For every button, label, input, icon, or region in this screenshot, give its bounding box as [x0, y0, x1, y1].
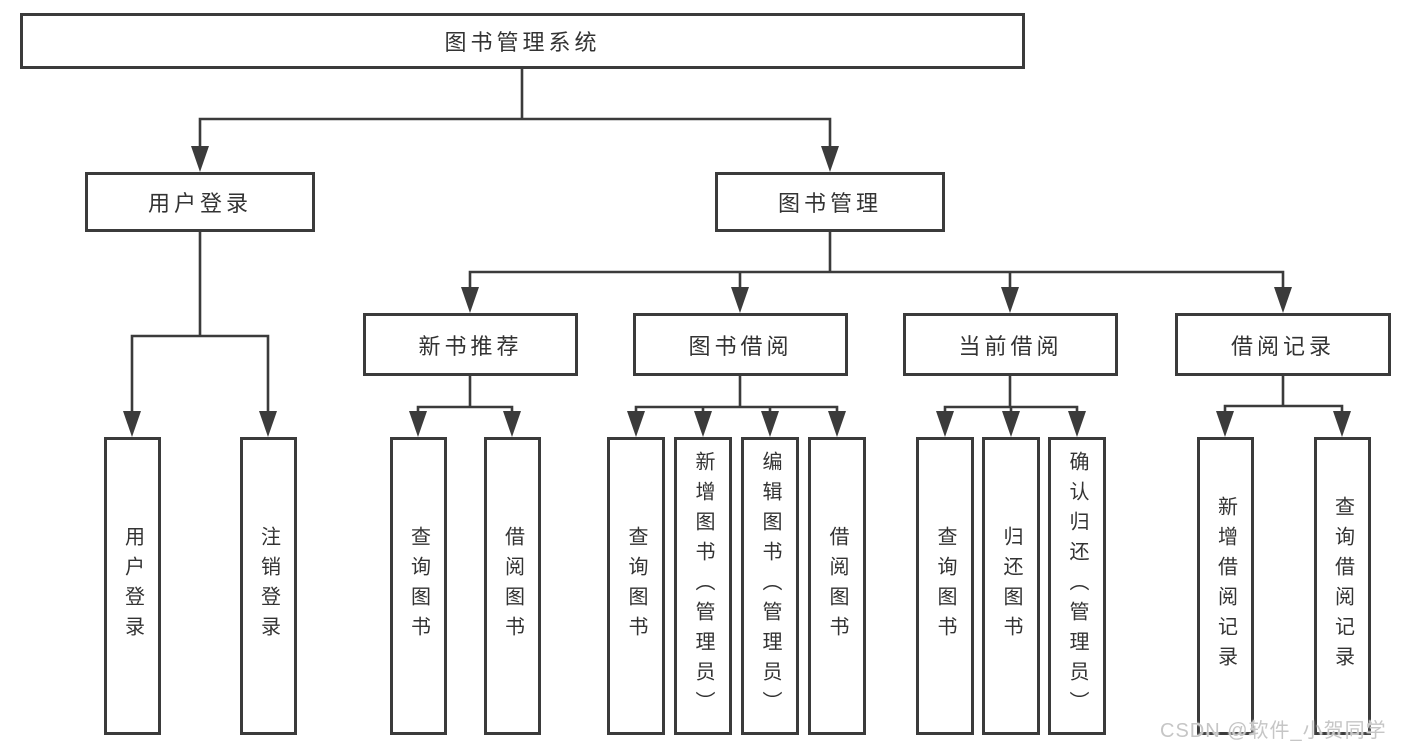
node-book-management: 图书管理	[715, 172, 945, 232]
node-current-borrowing: 当前借阅	[903, 313, 1118, 376]
node-logout: 注销登录	[240, 437, 297, 735]
node-records-add-record: 新增借阅记录	[1197, 437, 1254, 735]
node-borrowing-add-books-admin: 新增图书（管理员）	[674, 437, 732, 735]
connector-lines	[130, 69, 1344, 417]
arrowhead-icons	[123, 146, 1351, 437]
node-records-query-record: 查询借阅记录	[1314, 437, 1371, 735]
node-current-return-books: 归还图书	[982, 437, 1040, 735]
node-borrowing-records: 借阅记录	[1175, 313, 1391, 376]
node-recommend-query-books: 查询图书	[390, 437, 447, 735]
node-borrowing-query-books: 查询图书	[607, 437, 665, 735]
node-new-book-recommendation: 新书推荐	[363, 313, 578, 376]
node-user-login: 用户登录	[85, 172, 315, 232]
node-borrowing-borrow-books: 借阅图书	[808, 437, 866, 735]
node-recommend-borrow-books: 借阅图书	[484, 437, 541, 735]
watermark: CSDN @软件_小贺同学	[1160, 720, 1387, 742]
node-current-query-books: 查询图书	[916, 437, 974, 735]
node-login: 用户登录	[104, 437, 161, 735]
node-book-borrowing: 图书借阅	[633, 313, 848, 376]
node-current-confirm-return-admin: 确认归还（管理员）	[1048, 437, 1106, 735]
node-root: 图书管理系统	[20, 13, 1025, 69]
node-borrowing-edit-books-admin: 编辑图书（管理员）	[741, 437, 799, 735]
